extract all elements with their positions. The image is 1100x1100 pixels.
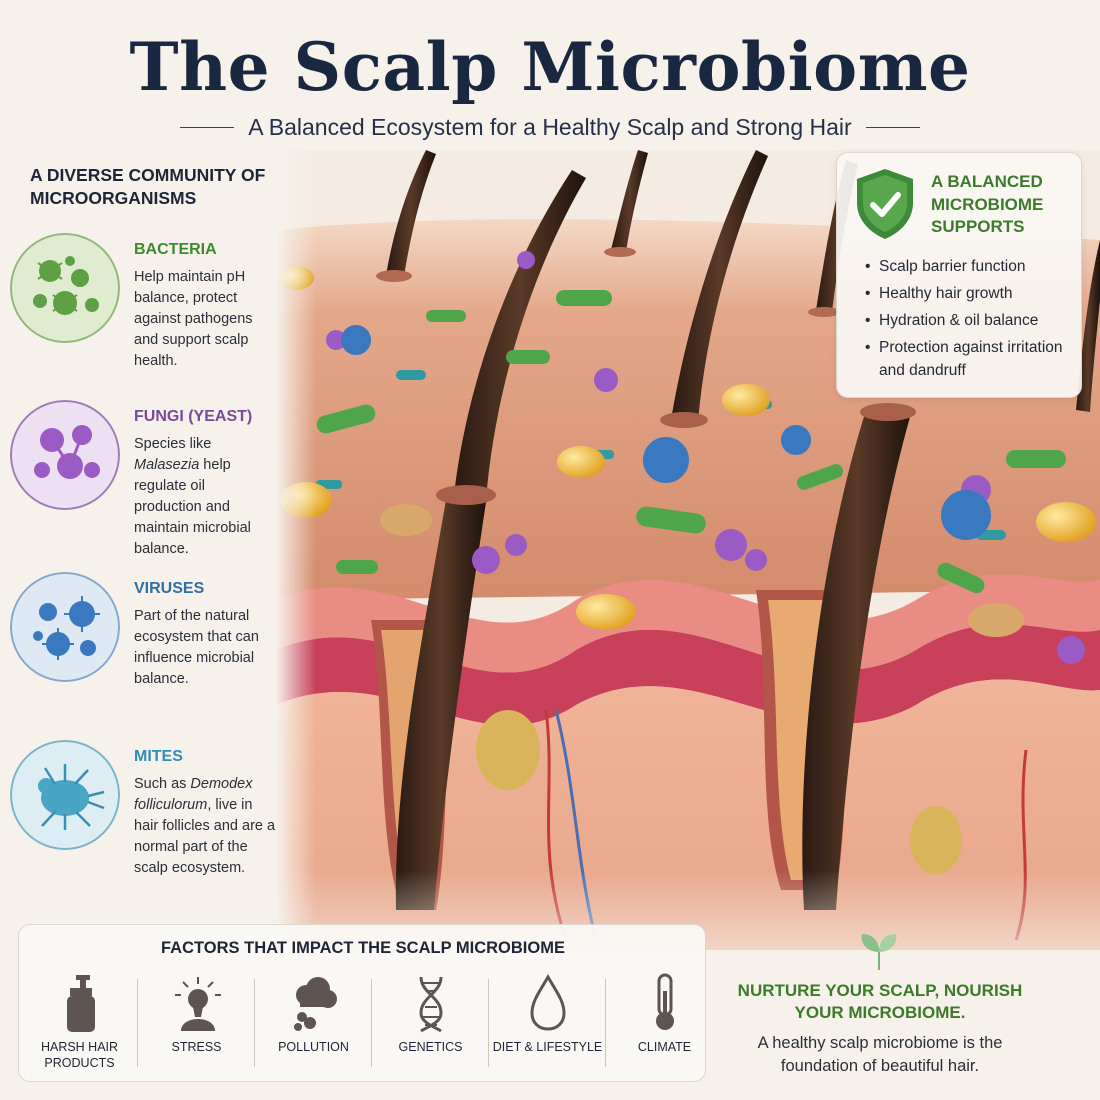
scene-fade-left (276, 150, 316, 950)
organism-description: Part of the natural ecosystem that can i… (134, 608, 259, 687)
factor-stress: STRESS (138, 969, 255, 1073)
stress-head-icon (175, 977, 221, 1031)
factors-title: FACTORS THAT IMPACT THE SCALP MICROBIOME (161, 939, 565, 957)
organism-name: VIRUSES (134, 580, 205, 597)
factors-panel: FACTORS THAT IMPACT THE SCALP MICROBIOME… (18, 924, 706, 1082)
organism-description: Such as Demodex folliculorum, live in ha… (134, 776, 276, 876)
factor-harsh-hair-products: HARSH HAIR PRODUCTS (21, 969, 138, 1073)
pump-bottle-icon (67, 975, 95, 1032)
organism-description: Help maintain pH balance, protect agains… (134, 269, 253, 369)
page-title: The Scalp Microbiome (129, 28, 971, 106)
factor-diet-lifestyle: DIET & LIFESTYLE (489, 969, 606, 1073)
subtitle-rule-left (180, 126, 235, 128)
factor-label: DIET & LIFESTYLE (492, 1040, 603, 1054)
factor-pollution: POLLUTION (255, 969, 372, 1073)
supports-item: Hydration & oil balance (865, 309, 1077, 332)
supports-item: Protection against irritation and dandru… (865, 336, 1077, 382)
organism-name: MITES (134, 748, 183, 765)
droplet-icon (530, 973, 566, 1031)
thermometer-icon (656, 973, 674, 1030)
dna-icon (419, 976, 443, 1033)
subtitle-row: A Balanced Ecosystem for a Healthy Scalp… (160, 112, 940, 142)
factor-label: HARSH HAIR PRODUCTS (40, 1040, 119, 1070)
nurture-text: A healthy scalp microbiome is the founda… (757, 1034, 1003, 1075)
supports-item: Healthy hair growth (865, 282, 1077, 305)
community-heading: A DIVERSE COMMUNITY OF MICROORGANISMS (30, 165, 266, 208)
page-subtitle: A Balanced Ecosystem for a Healthy Scalp… (248, 113, 852, 140)
supports-item: Scalp barrier function (865, 255, 1077, 278)
mite-icon (10, 740, 120, 850)
shield-check-icon (857, 169, 913, 239)
nurture-heading: NURTURE YOUR SCALP, NOURISH YOUR MICROBI… (737, 981, 1023, 1022)
fungi-icon (10, 400, 120, 510)
factor-label: STRESS (171, 1040, 222, 1054)
bacteria-icon (10, 233, 120, 343)
subtitle-rule-right (865, 126, 920, 128)
sprout-icon (861, 934, 897, 970)
factor-climate: CLIMATE (606, 969, 723, 1073)
factor-genetics: GENETICS (372, 969, 489, 1073)
virus-icon (10, 572, 120, 682)
smog-cloud-icon (294, 977, 337, 1031)
supports-list: Scalp barrier function Healthy hair grow… (865, 255, 1077, 386)
factor-label: POLLUTION (278, 1040, 349, 1054)
factor-label: CLIMATE (637, 1040, 692, 1054)
organism-name: BACTERIA (134, 241, 217, 258)
supports-panel: A BALANCED MICROBIOME SUPPORTS Scalp bar… (836, 152, 1082, 398)
factor-label: GENETICS (398, 1040, 463, 1054)
supports-title: A BALANCED MICROBIOME SUPPORTS (931, 172, 1044, 236)
organism-description: Species like Malasezia help regulate oil… (134, 436, 251, 557)
organism-name: FUNGI (YEAST) (134, 408, 253, 425)
